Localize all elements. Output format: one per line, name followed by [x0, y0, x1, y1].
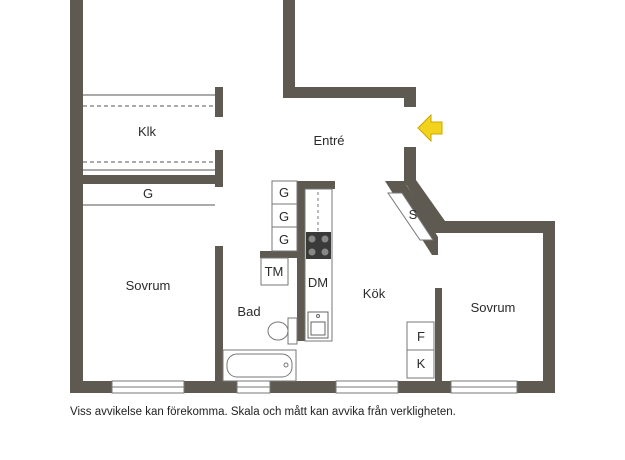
room-label-sovrum-right: Sovrum [471, 300, 516, 315]
storage-closet [387, 192, 434, 241]
wall-closet-bottom [70, 175, 223, 184]
fixture-label-dm: DM [308, 275, 328, 290]
klk-closet-lines [83, 94, 215, 206]
washing-machine-box [260, 257, 289, 286]
wall-diagonal-right [404, 180, 445, 233]
fixture-label-s: S [409, 207, 418, 222]
wall-right-outer [543, 221, 555, 393]
fixture-label-g2: G [279, 209, 289, 224]
wall-sovrum-left-right [215, 246, 223, 393]
room-label-bad: Bad [237, 304, 260, 319]
room-label-kok: Kök [363, 286, 386, 301]
wall-hall-ledge [283, 87, 416, 98]
fixture-label-f: F [417, 329, 425, 344]
wall-entrance-lower [404, 147, 416, 185]
wall-klk-right-top [215, 87, 223, 117]
arrow-left-icon [417, 113, 443, 143]
fridge-freezer [406, 321, 435, 379]
wall-right-top [440, 221, 555, 233]
windows [111, 380, 518, 394]
toilet-icon [267, 317, 298, 345]
fixture-label-g3: G [279, 232, 289, 247]
room-label-entre: Entré [313, 133, 344, 148]
room-label-sovrum-left: Sovrum [126, 278, 171, 293]
disclaimer-text: Viss avvikelse kan förekomma. Skala och … [70, 406, 456, 418]
wall-entrance-upper [404, 87, 416, 107]
wall-kitchen-top [297, 181, 335, 189]
wall-left-outer [70, 0, 83, 393]
wall-top-hall [283, 0, 295, 98]
floor-plan: Klk Entré G Sovrum Bad Kök Sovrum G G G … [70, 0, 555, 394]
room-label-g-closet: G [143, 186, 153, 201]
fixture-label-g1: G [279, 185, 289, 200]
wall-sovrum-right-left [435, 288, 442, 393]
stove-icon [306, 232, 331, 259]
kitchen-sink-icon [307, 311, 329, 339]
bathtub-icon [222, 349, 297, 382]
wall-kitchen-divider [297, 181, 305, 341]
wall-klk-right-bottom [215, 150, 223, 187]
room-label-klk: Klk [138, 124, 157, 139]
wall-bath-top [260, 251, 300, 258]
fixture-label-k: K [417, 356, 426, 371]
fixture-label-tm: TM [265, 264, 284, 279]
wardrobe-stack [271, 180, 298, 252]
